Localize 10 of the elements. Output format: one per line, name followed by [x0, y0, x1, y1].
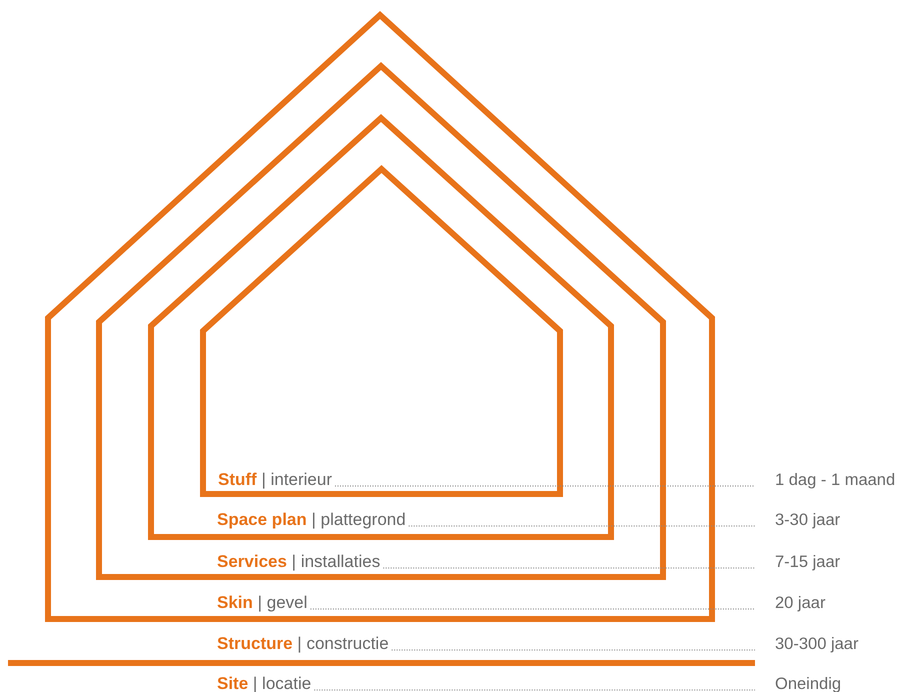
layer-label: Skin | gevel — [217, 593, 308, 613]
duration-label: 3-30 jaar — [775, 510, 840, 530]
duration-label: 1 dag - 1 maand — [775, 470, 896, 490]
layer-label: Stuff | interieur — [218, 470, 332, 490]
duration-label: 30-300 jaar — [775, 634, 858, 654]
layer-label: Structure | constructie — [217, 634, 389, 654]
duration-label: 7-15 jaar — [775, 552, 840, 572]
duration-label: 20 jaar — [775, 593, 826, 613]
layer-label: Space plan | plattegrond — [217, 510, 406, 530]
layer-label: Services | installaties — [217, 552, 380, 572]
